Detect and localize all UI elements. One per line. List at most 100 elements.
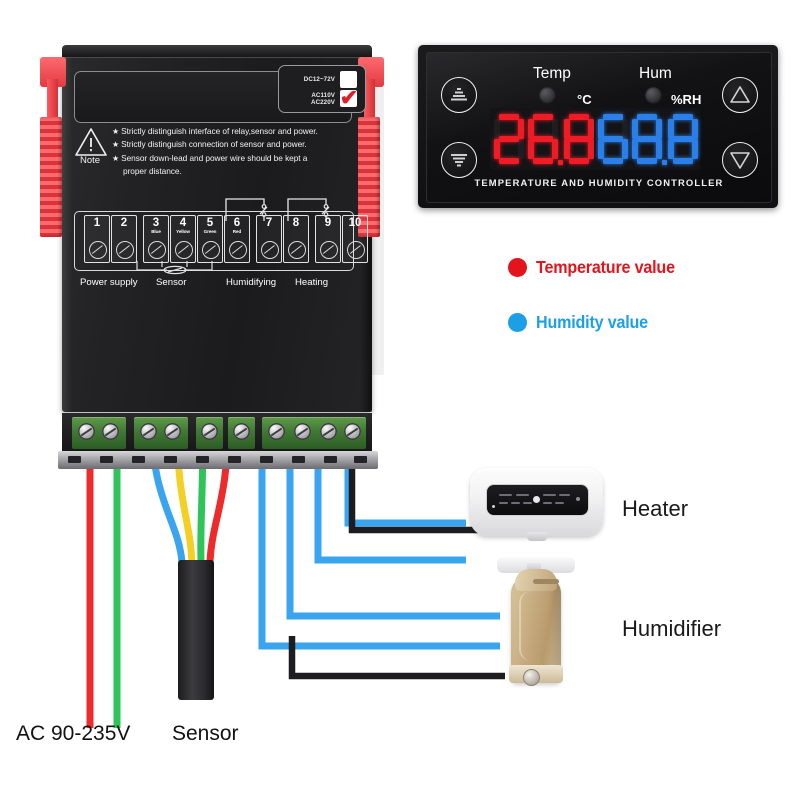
screw-icon — [229, 241, 247, 259]
segment-g — [569, 136, 589, 142]
product-brand-line: TEMPERATURE AND HUMIDITY CONTROLLER — [474, 177, 724, 188]
voltage-selector[interactable]: DC12~72V AC110V AC220V ✔ — [278, 65, 366, 113]
segment-d — [673, 158, 693, 164]
screw-icon[interactable] — [78, 423, 95, 440]
terminal-5[interactable]: 5 Green — [197, 215, 223, 263]
note-line-2: ★Strictly distinguish connection of sens… — [112, 139, 307, 150]
terminal-block-power[interactable] — [72, 417, 126, 449]
seven-segment-digit — [598, 114, 628, 164]
terminal-6[interactable]: 6 Red — [224, 215, 250, 263]
screw-icon[interactable] — [102, 423, 119, 440]
humidifier-bracket-nub — [527, 563, 541, 571]
warning-note-block: Note ★Strictly distinguish interface of … — [72, 125, 362, 187]
screw-icon — [202, 241, 220, 259]
segment-c — [588, 139, 594, 159]
din-clip-rail-right[interactable] — [358, 117, 380, 237]
triangle-down-icon — [730, 152, 750, 169]
terminal-4[interactable]: 4 Yellow — [170, 215, 196, 263]
sensor-label: Sensor — [172, 722, 239, 745]
checkmark-icon: ✔ — [339, 85, 359, 110]
terminal-block-sensor-b[interactable] — [196, 417, 223, 449]
screw-icon[interactable] — [294, 423, 311, 440]
segment-e — [632, 139, 638, 159]
terminal-8[interactable]: 8 — [283, 215, 309, 263]
voltage-option-dc-label: DC12~72V — [303, 76, 335, 83]
decimal-point — [558, 160, 563, 165]
terminal-1[interactable]: 1 — [84, 215, 110, 263]
set-down-button[interactable] — [441, 142, 477, 178]
segment-g — [499, 136, 519, 142]
increase-button[interactable] — [722, 77, 758, 113]
screw-icon[interactable] — [164, 423, 181, 440]
terminal-9[interactable]: 9 — [315, 215, 341, 263]
segment-a — [533, 114, 553, 120]
segment-d — [569, 158, 589, 164]
module-highlight — [62, 57, 72, 412]
screw-icon — [116, 241, 134, 259]
terminal-number: 10 — [348, 217, 362, 229]
screw-icon[interactable] — [140, 423, 157, 440]
power-supply-label: AC 90-235V — [16, 722, 131, 745]
heater-control-panel — [486, 484, 589, 516]
segment-f — [528, 119, 534, 139]
segment-a — [637, 114, 657, 120]
terminal-map: 1 2 3 Blue 4 Yellow — [74, 193, 368, 301]
segment-c — [692, 139, 698, 159]
voltage-checkbox-dc[interactable] — [340, 71, 357, 88]
terminal-wire-color: Blue — [151, 229, 161, 234]
screw-icon — [175, 241, 193, 259]
screw-icon — [148, 241, 166, 259]
segment-d — [533, 158, 553, 164]
segment-b — [622, 119, 628, 139]
segment-b — [518, 119, 524, 139]
decrease-button[interactable] — [722, 142, 758, 178]
set-up-button[interactable] — [441, 77, 477, 113]
group-label-sensor: Sensor — [156, 277, 187, 288]
legend-dot-temperature — [508, 258, 527, 277]
temp-section-label: Temp — [533, 65, 571, 82]
segment-g — [673, 136, 693, 142]
terminal-block-sensor-c[interactable] — [228, 417, 255, 449]
wire-humidifier-b — [286, 424, 500, 620]
screw-icon[interactable] — [344, 423, 361, 440]
screw-icon[interactable] — [320, 423, 337, 440]
screw-icon[interactable] — [201, 423, 218, 440]
screw-icon — [89, 241, 107, 259]
wire-heater-ground — [348, 466, 478, 534]
segment-e — [564, 139, 570, 159]
panel-bezel: Temp Hum °C %RH TEMPERATURE AND HUMIDITY… — [426, 52, 772, 203]
sensor-cable-jacket — [178, 560, 214, 700]
seven-segment-digit — [494, 114, 524, 164]
humidifier-bracket — [497, 557, 575, 573]
din-clip-stem-right — [364, 79, 375, 119]
segment-a — [673, 114, 693, 120]
screw-icon — [288, 241, 306, 259]
humidifier-control-knob[interactable] — [523, 669, 540, 686]
segment-f — [668, 119, 674, 139]
segment-e — [494, 139, 500, 159]
screw-icon — [347, 241, 365, 259]
terminal-3[interactable]: 3 Blue — [143, 215, 169, 263]
terminal-block-relays[interactable] — [262, 417, 366, 449]
voltage-checkbox-ac[interactable]: ✔ — [340, 86, 358, 110]
note-line-3: ★Sensor down-lead and power wire should … — [112, 152, 308, 163]
heater-outlet — [527, 532, 547, 541]
din-clip-rail-left[interactable] — [40, 117, 62, 237]
module-top-cap — [62, 45, 372, 59]
voltage-option-ac220-label: AC220V — [311, 98, 335, 106]
terminal-block-sensor-a[interactable] — [134, 417, 188, 449]
terminal-7[interactable]: 7 — [256, 215, 282, 263]
segment-g — [637, 136, 657, 142]
screw-icon[interactable] — [233, 423, 250, 440]
terminal-10[interactable]: 10 — [342, 215, 368, 263]
segment-b — [552, 119, 558, 139]
relay-contact-symbols — [225, 198, 330, 221]
segment-b — [588, 119, 594, 139]
seven-segment-digit — [528, 114, 558, 164]
legend-label-temperature: Temperature value — [536, 257, 675, 277]
terminal-2[interactable]: 2 — [111, 215, 137, 263]
heater-label: Heater — [622, 496, 689, 521]
screw-icon[interactable] — [268, 423, 285, 440]
terminal-number: 4 — [179, 217, 187, 229]
segment-f — [494, 119, 500, 139]
